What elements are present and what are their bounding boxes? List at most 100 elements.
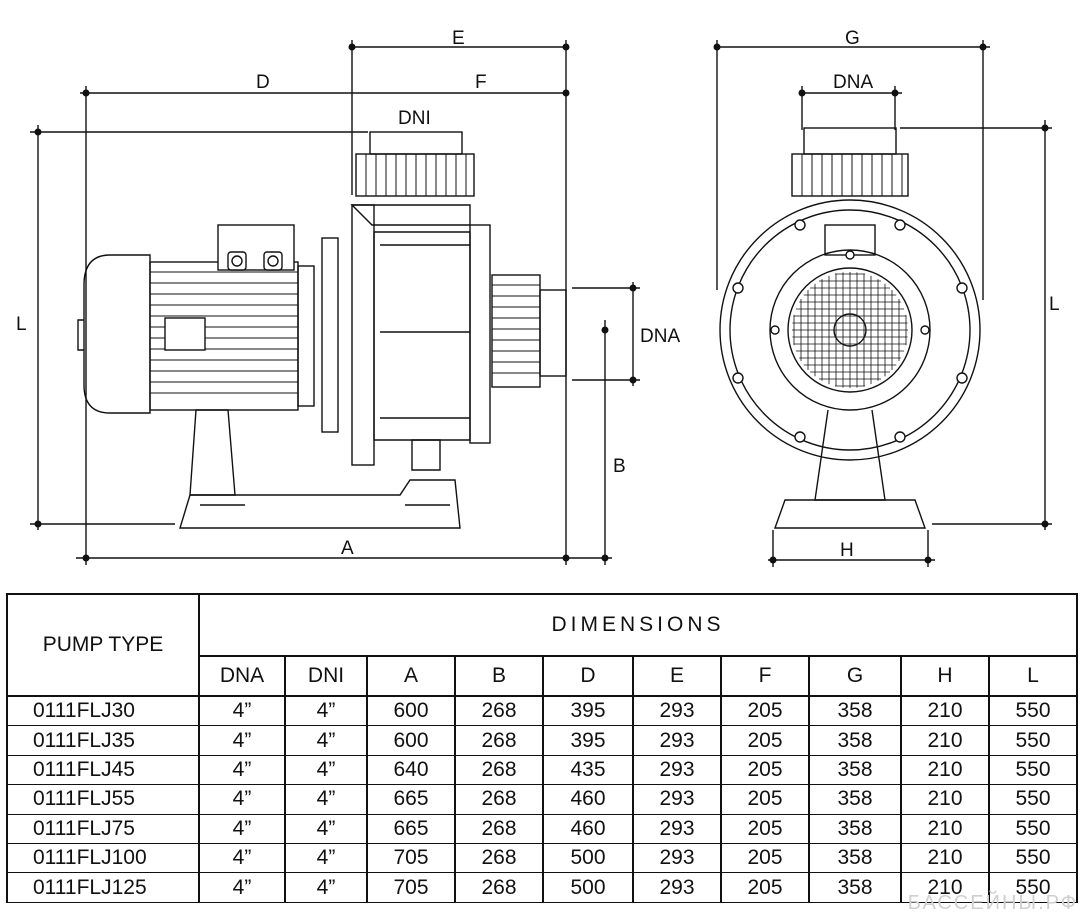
dimension-cell: 205 bbox=[720, 725, 810, 756]
column-header: L bbox=[988, 655, 1078, 697]
dimension-cell: 4” bbox=[198, 695, 286, 727]
dimension-cell: 210 bbox=[900, 813, 990, 844]
dimension-cell: 293 bbox=[632, 725, 722, 756]
dimension-cell: 550 bbox=[988, 725, 1078, 756]
dimension-cell: 358 bbox=[808, 725, 902, 756]
dimension-cell: 205 bbox=[720, 784, 810, 815]
pump-dimension-drawing: E D F DNI L DNA B A G DNA L H bbox=[16, 28, 1060, 567]
dimension-cell: 4” bbox=[198, 813, 286, 844]
dimension-cell: 4” bbox=[284, 695, 368, 727]
column-header: G bbox=[808, 655, 902, 697]
label-DNI: DNI bbox=[398, 108, 431, 129]
dimension-cell: 4” bbox=[284, 872, 368, 903]
dimension-cell: 435 bbox=[542, 754, 634, 786]
motor-fan-grille bbox=[792, 272, 908, 388]
column-header: D bbox=[542, 655, 634, 697]
dimension-cell: 205 bbox=[720, 842, 810, 874]
pump-type-cell: 0111FLJ75 bbox=[6, 813, 200, 844]
dimension-lines-front bbox=[716, 40, 1052, 567]
dimension-cell: 268 bbox=[454, 784, 544, 815]
dimension-cell: 550 bbox=[988, 784, 1078, 815]
dimension-cell: 4” bbox=[198, 784, 286, 815]
dimension-cell: 210 bbox=[900, 784, 990, 815]
column-header: DNA bbox=[198, 655, 286, 697]
column-header: DNI bbox=[284, 655, 368, 697]
dimension-cell: 358 bbox=[808, 695, 902, 727]
dimension-cell: 293 bbox=[632, 872, 722, 903]
dimension-cell: 395 bbox=[542, 725, 634, 756]
pump-type-header: PUMP TYPE bbox=[6, 593, 200, 697]
pump-type-cell: 0111FLJ100 bbox=[6, 842, 200, 874]
dimension-cell: 358 bbox=[808, 813, 902, 844]
pump-side-view bbox=[77, 131, 567, 529]
column-header: F bbox=[720, 655, 810, 697]
dimension-cell: 293 bbox=[632, 784, 722, 815]
dimension-cell: 210 bbox=[900, 842, 990, 874]
dimension-cell: 268 bbox=[454, 872, 544, 903]
label-F: F bbox=[475, 72, 487, 93]
pump-type-cell: 0111FLJ55 bbox=[6, 784, 200, 815]
dimension-cell: 4” bbox=[198, 842, 286, 874]
dimension-cell: 4” bbox=[198, 725, 286, 756]
dimension-cell: 210 bbox=[900, 872, 990, 903]
dimension-cell: 550 bbox=[988, 813, 1078, 844]
dimension-cell: 4” bbox=[198, 872, 286, 903]
dimension-cell: 550 bbox=[988, 754, 1078, 786]
dimension-cell: 268 bbox=[454, 754, 544, 786]
label-L-left: L bbox=[16, 314, 27, 335]
label-A: A bbox=[341, 538, 354, 559]
pump-type-cell: 0111FLJ125 bbox=[6, 872, 200, 903]
dimension-cell: 640 bbox=[366, 754, 456, 786]
dimension-cell: 4” bbox=[284, 725, 368, 756]
dimension-lines-side bbox=[30, 40, 640, 565]
label-G: G bbox=[845, 28, 860, 49]
dimension-cell: 268 bbox=[454, 725, 544, 756]
watermark: БАССЕЙНЫ.РФ bbox=[907, 892, 1078, 914]
dimension-cell: 500 bbox=[542, 872, 634, 903]
label-B: B bbox=[613, 456, 626, 477]
dimension-cell: 4” bbox=[284, 813, 368, 844]
dimension-cell: 293 bbox=[632, 813, 722, 844]
dimension-cell: 358 bbox=[808, 872, 902, 903]
column-header: A bbox=[366, 655, 456, 697]
dimension-cell: 600 bbox=[366, 725, 456, 756]
dimension-cell: 705 bbox=[366, 842, 456, 874]
dimension-cell: 358 bbox=[808, 784, 902, 815]
column-header: E bbox=[632, 655, 722, 697]
dimension-cell: 4” bbox=[284, 754, 368, 786]
column-header: B bbox=[454, 655, 544, 697]
pump-type-cell: 0111FLJ45 bbox=[6, 754, 200, 786]
dimensions-header: DIMENSIONS bbox=[198, 593, 1078, 657]
label-L-right: L bbox=[1049, 294, 1060, 315]
dimension-cell: 550 bbox=[988, 872, 1078, 903]
dimension-cell: 665 bbox=[366, 784, 456, 815]
dimension-cell: 268 bbox=[454, 813, 544, 844]
dimension-cell: 460 bbox=[542, 813, 634, 844]
dimension-cell: 293 bbox=[632, 842, 722, 874]
dimension-cell: 268 bbox=[454, 695, 544, 727]
dimension-cell: 395 bbox=[542, 695, 634, 727]
label-D: D bbox=[256, 72, 270, 93]
dimension-cell: 205 bbox=[720, 695, 810, 727]
dimension-cell: 500 bbox=[542, 842, 634, 874]
dimension-cell: 205 bbox=[720, 813, 810, 844]
label-H: H bbox=[840, 540, 854, 561]
label-DNA-side: DNA bbox=[640, 326, 680, 347]
dimension-cell: 4” bbox=[284, 842, 368, 874]
pump-front-view bbox=[719, 127, 981, 529]
dimension-cell: 460 bbox=[542, 784, 634, 815]
pump-type-cell: 0111FLJ30 bbox=[6, 695, 200, 727]
dimension-cell: 550 bbox=[988, 842, 1078, 874]
label-E: E bbox=[452, 28, 465, 49]
dimension-cell: 665 bbox=[366, 813, 456, 844]
